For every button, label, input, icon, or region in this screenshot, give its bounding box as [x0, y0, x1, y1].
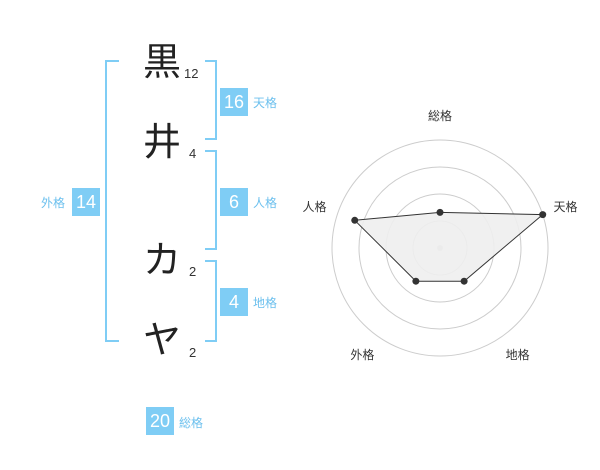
chikaku-value: 4	[220, 288, 248, 316]
soukaku-label: 総格	[179, 416, 204, 430]
gaikaku-label: 外格	[41, 196, 66, 210]
stroke-count-4: 2	[189, 345, 197, 360]
radar-data-point	[351, 216, 359, 224]
radar-data-polygon	[353, 211, 545, 282]
soukaku-value: 20	[146, 407, 174, 435]
stroke-count-3: 2	[189, 264, 197, 279]
tenkaku-label: 天格	[253, 96, 278, 110]
name-char-4: ヤ	[142, 318, 181, 362]
radar-data-point	[539, 211, 547, 219]
radar-axis-label: 天格	[554, 199, 578, 214]
gaikaku-value: 14	[72, 188, 100, 216]
radar-data-point	[412, 277, 420, 285]
radar-axis-label: 地格	[506, 347, 530, 362]
chikaku-label: 地格	[253, 296, 278, 310]
tenkaku-value: 16	[220, 88, 248, 116]
jinkaku-bracket	[205, 150, 217, 250]
stroke-count-2: 4	[189, 146, 197, 161]
jinkaku-label: 人格	[253, 196, 278, 210]
radar-axis-label: 外格	[350, 347, 374, 362]
jinkaku-value: 6	[220, 188, 248, 216]
gaikaku-bracket	[105, 60, 119, 342]
chikaku-bracket	[205, 260, 217, 342]
name-char-3: カ	[142, 238, 181, 282]
tenkaku-bracket	[205, 60, 217, 140]
radar-axis-label: 総格	[428, 108, 452, 123]
radar-grid-ring	[331, 139, 549, 357]
stroke-count-1: 12	[184, 66, 199, 81]
radar-data-point	[436, 208, 444, 216]
radar-grid-ring	[358, 166, 522, 330]
radar-axis-label: 人格	[302, 199, 326, 214]
name-char-2: 井	[142, 120, 181, 164]
name-char-1: 黒	[142, 40, 181, 84]
radar-data-point	[460, 277, 468, 285]
